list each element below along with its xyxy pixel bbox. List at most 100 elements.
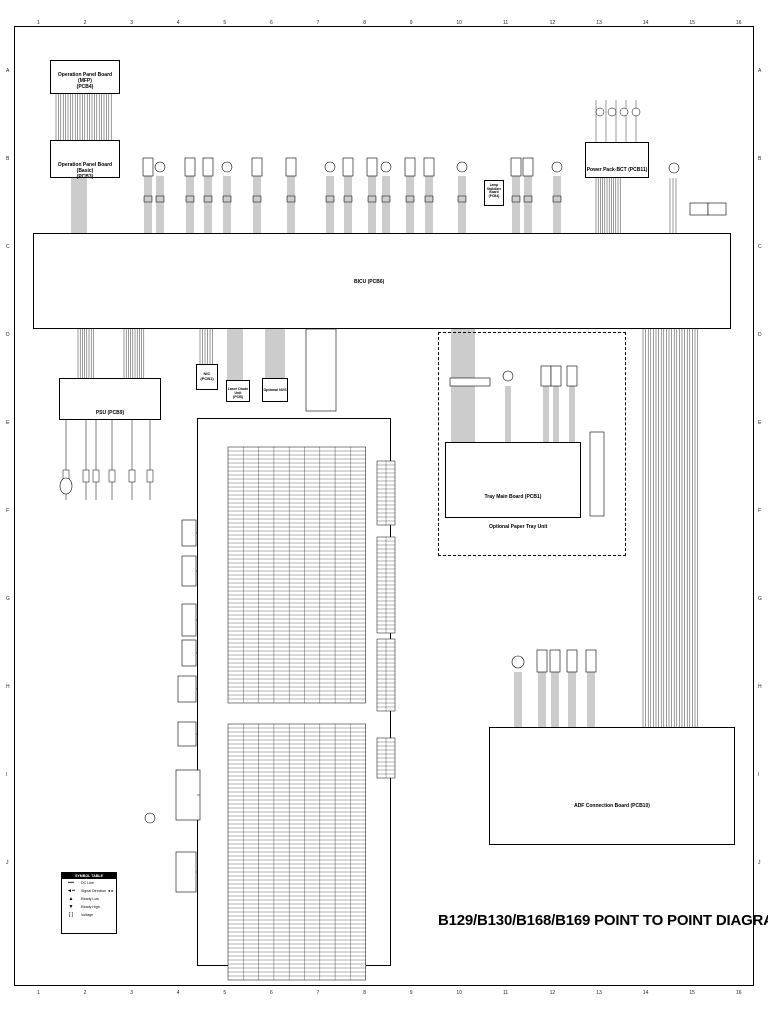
row-tick: D (6, 332, 10, 338)
connector-icon (181, 603, 197, 637)
legend-item: DC Line (81, 881, 94, 885)
terminal-icon (607, 107, 617, 117)
terminal-icon (595, 107, 605, 117)
legend-row: ━━DC Line (62, 879, 116, 887)
legend-item: Ready High (81, 905, 100, 909)
connector-icon (181, 519, 197, 547)
column-tick: 5 (223, 20, 227, 26)
connector-icon (185, 195, 195, 203)
connector-icon (523, 195, 533, 203)
column-tick: 9 (409, 990, 413, 996)
legend-item: Voltage (81, 913, 93, 917)
column-tick: 6 (270, 20, 273, 26)
connector-icon (181, 555, 197, 587)
optional-nvs-board: Optional NVS (262, 378, 288, 402)
connector-icon (381, 195, 391, 203)
connector-icon (175, 769, 201, 821)
motor-icon (502, 370, 514, 382)
connector-icon (128, 469, 136, 483)
connector-icon (325, 195, 335, 203)
component-icon (522, 157, 534, 177)
op-panel-basic-label: Operation Panel Board (Basic) (PCB3) (57, 162, 113, 180)
connector-icon (367, 195, 377, 203)
component-icon (550, 365, 562, 387)
nic-label: NIC (PCB1) (200, 371, 214, 381)
drawing-frame (14, 26, 754, 986)
tray-main-label: Tray Main Board (PCB1) (484, 494, 542, 500)
row-tick: C (758, 244, 762, 250)
column-tick: 15 (689, 20, 695, 26)
column-tick: 5 (223, 990, 227, 996)
column-tick: 15 (689, 990, 695, 996)
lamp-stabilizer-label: Lamp Stabilizer Board (PCB4) (486, 183, 502, 199)
row-tick: B (758, 156, 762, 162)
column-tick: 13 (596, 20, 602, 26)
row-tick: A (758, 68, 762, 74)
component-icon (366, 157, 378, 177)
connector-icon (177, 675, 197, 703)
lamp-stabilizer-board: Lamp Stabilizer Board (PCB4) (484, 180, 504, 206)
connector-icon (82, 469, 90, 483)
component-icon (707, 202, 727, 216)
row-tick: F (758, 508, 762, 514)
motor-icon (221, 161, 233, 173)
row-tick: A (6, 68, 10, 74)
bracket-icon: [ ] (68, 912, 74, 918)
component-icon (184, 157, 196, 177)
connector-icon (181, 639, 197, 667)
connector-block (305, 328, 337, 412)
column-tick: 7 (316, 20, 320, 26)
legend-row: ▲Ready Low (62, 895, 116, 903)
legend-row: [ ] Voltage (62, 911, 116, 919)
connector-icon (343, 195, 353, 203)
connector-icon (457, 195, 467, 203)
component-icon (566, 649, 578, 673)
column-tick: 16 (736, 990, 742, 996)
column-tick: 7 (316, 990, 320, 996)
symbol-table: SYMBOL TABLE ━━DC Line ◄━Signal Directio… (61, 872, 117, 934)
component-icon (510, 157, 522, 177)
row-tick: H (758, 684, 762, 690)
connector-icon (252, 195, 262, 203)
row-tick: C (6, 244, 10, 250)
column-tick: 1 (37, 20, 40, 26)
row-tick: E (758, 420, 762, 426)
column-tick: 8 (363, 20, 366, 26)
connector-icon (92, 469, 100, 483)
component-icon (585, 649, 597, 673)
column-tick: 12 (549, 990, 556, 996)
motor-icon (154, 161, 166, 173)
component-icon (285, 157, 297, 177)
row-tick: B (6, 156, 10, 162)
row-tick: E (6, 420, 10, 426)
nic-board: NIC (PCB1) (196, 364, 218, 390)
legend-row: ◄━ Signal Direction ◄► (62, 887, 116, 895)
motor-icon (551, 161, 563, 173)
column-tick: 14 (642, 20, 649, 26)
sensor-icon (668, 162, 680, 174)
legend-row: ▼Ready High (62, 903, 116, 911)
psu-label: PSU (PCB9) (95, 410, 125, 416)
arrow-left-icon: ◄━ (67, 888, 75, 894)
connector-icon (155, 195, 165, 203)
row-tick: I (6, 772, 8, 778)
column-tick: 13 (596, 990, 602, 996)
row-tick: H (6, 684, 10, 690)
connector-icon (203, 195, 213, 203)
column-tick: 8 (363, 990, 366, 996)
component-icon (536, 649, 548, 673)
power-pack-board: Power Pack-BCT (PCB11) (585, 142, 649, 178)
column-tick: 4 (176, 990, 180, 996)
column-tick: 3 (130, 990, 133, 996)
legend-item: Signal Direction ◄► (81, 889, 115, 893)
op-panel-basic-board: Operation Panel Board (Basic) (PCB3) (50, 140, 120, 180)
row-tick: J (6, 860, 9, 866)
triangle-up-icon: ▲ (68, 896, 74, 902)
row-tick: G (6, 596, 10, 602)
connector-icon (175, 851, 197, 893)
power-pack-label: Power Pack-BCT (PCB11) (586, 167, 648, 173)
component-icon (251, 157, 263, 177)
terminal-icon (619, 107, 629, 117)
connector-icon (108, 469, 116, 483)
terminal-icon (631, 107, 641, 117)
